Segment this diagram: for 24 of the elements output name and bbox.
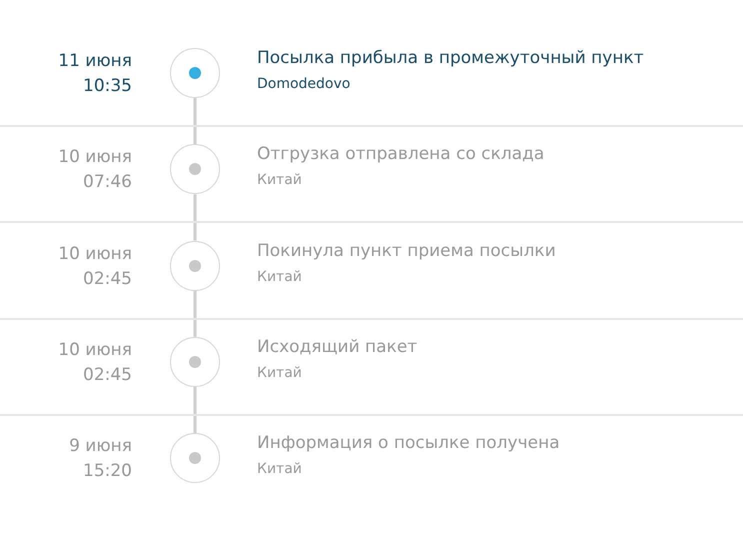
timeline-connector xyxy=(194,194,196,241)
date-time-text: 11 июня 10:35 xyxy=(57,50,132,98)
event-location: Domodedovo xyxy=(257,75,350,93)
event-location: Китай xyxy=(257,460,302,478)
event-title: Посылка прибыла в промежуточный пункт xyxy=(257,47,644,69)
event-location: Китай xyxy=(257,268,302,286)
timeline-circle xyxy=(170,48,220,98)
event-location: Китай xyxy=(257,171,302,190)
timeline-circle xyxy=(170,336,220,387)
timeline-connector xyxy=(194,386,196,434)
event-title: Отгрузка отправлена со склада xyxy=(257,143,544,166)
timeline-circle xyxy=(170,240,220,291)
event-location: Китай xyxy=(257,364,302,382)
timeline-circle xyxy=(170,144,220,194)
event-title: Исходящий пакет xyxy=(257,336,418,358)
date-time-text: 10 июня 02:45 xyxy=(57,338,132,387)
event-title: Покинула пункт приема посылки xyxy=(257,240,556,262)
timeline-connector xyxy=(194,98,196,144)
date-time-text: 10 июня 07:46 xyxy=(57,146,132,194)
date-time-text: 10 июня 02:45 xyxy=(57,242,132,291)
timeline-connector xyxy=(194,290,196,337)
timeline-circle xyxy=(170,433,220,484)
date-time-text: 9 июня 15:20 xyxy=(68,435,132,484)
event-title: Информация о посылке получена xyxy=(257,432,560,454)
